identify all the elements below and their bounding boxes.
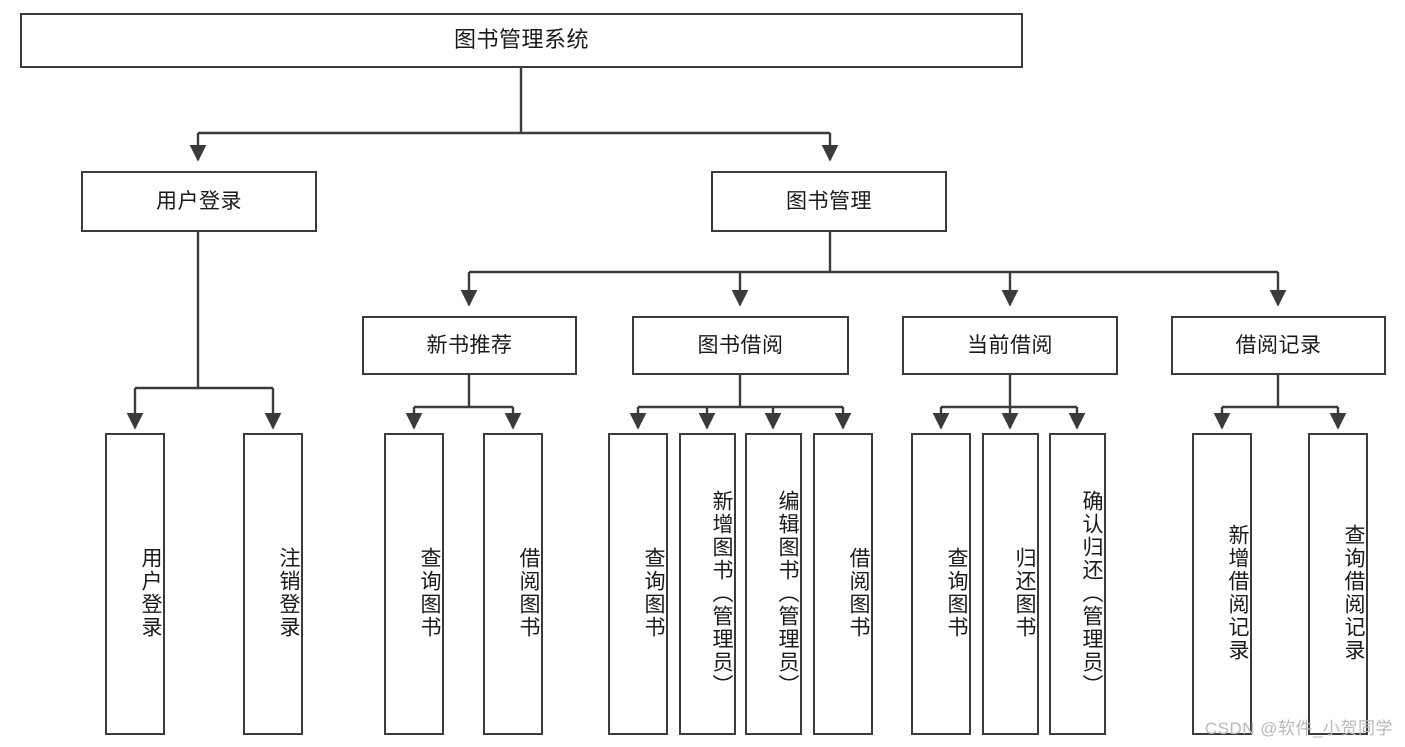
csdn-watermark: CSDN @软件_小贺同学 (1204, 719, 1393, 738)
node-new-book-recommendation[interactable]: 新书推荐 (362, 316, 577, 375)
node-label: 图书管理系统 (453, 27, 589, 53)
node-leaf-add-borrow-record[interactable]: 新增借阅记录 (1192, 433, 1252, 735)
node-label: 图书管理 (786, 189, 872, 213)
node-leaf-add-book-admin[interactable]: 新增图书（管理员） (679, 433, 736, 735)
node-label: 新增借阅记录 (1226, 524, 1249, 662)
node-user-login[interactable]: 用户登录 (81, 171, 317, 232)
node-label: 图书借阅 (697, 333, 784, 357)
node-label: 借阅图书 (517, 547, 540, 639)
node-current-borrowing[interactable]: 当前借阅 (902, 316, 1118, 375)
node-label: 用户登录 (139, 547, 162, 639)
node-label: 查询借阅记录 (1342, 524, 1365, 662)
node-book-management[interactable]: 图书管理 (711, 171, 947, 232)
node-book-borrowing[interactable]: 图书借阅 (632, 316, 849, 375)
node-label: 新增图书（管理员） (710, 489, 733, 697)
node-label: 用户登录 (156, 189, 242, 213)
node-label: 查询图书 (642, 547, 665, 639)
node-label: 编辑图书（管理员） (776, 489, 799, 697)
node-leaf-return-book[interactable]: 归还图书 (982, 433, 1039, 735)
node-label: 注销登录 (277, 547, 300, 639)
node-label: 当前借阅 (967, 333, 1053, 357)
node-label: 借阅图书 (847, 547, 870, 639)
node-label: 确认归还（管理员） (1080, 489, 1103, 697)
node-leaf-query-books-borrow[interactable]: 查询图书 (608, 433, 668, 735)
node-leaf-logout[interactable]: 注销登录 (243, 433, 303, 735)
node-leaf-query-borrow-record[interactable]: 查询借阅记录 (1308, 433, 1368, 735)
node-label: 新书推荐 (426, 333, 513, 357)
node-label: 借阅记录 (1235, 333, 1322, 357)
node-leaf-confirm-return-admin[interactable]: 确认归还（管理员） (1049, 433, 1106, 735)
node-leaf-query-books-rec[interactable]: 查询图书 (384, 433, 444, 735)
node-root-system[interactable]: 图书管理系统 (20, 13, 1023, 68)
node-borrow-records[interactable]: 借阅记录 (1171, 316, 1386, 375)
node-leaf-user-login[interactable]: 用户登录 (105, 433, 165, 735)
node-leaf-query-books-current[interactable]: 查询图书 (911, 433, 971, 735)
node-leaf-borrow-books-rec[interactable]: 借阅图书 (483, 433, 543, 735)
node-label: 归还图书 (1013, 547, 1036, 639)
node-label: 查询图书 (418, 547, 441, 639)
node-leaf-borrow-book[interactable]: 借阅图书 (813, 433, 873, 735)
node-label: 查询图书 (945, 547, 968, 639)
node-leaf-edit-book-admin[interactable]: 编辑图书（管理员） (745, 433, 802, 735)
